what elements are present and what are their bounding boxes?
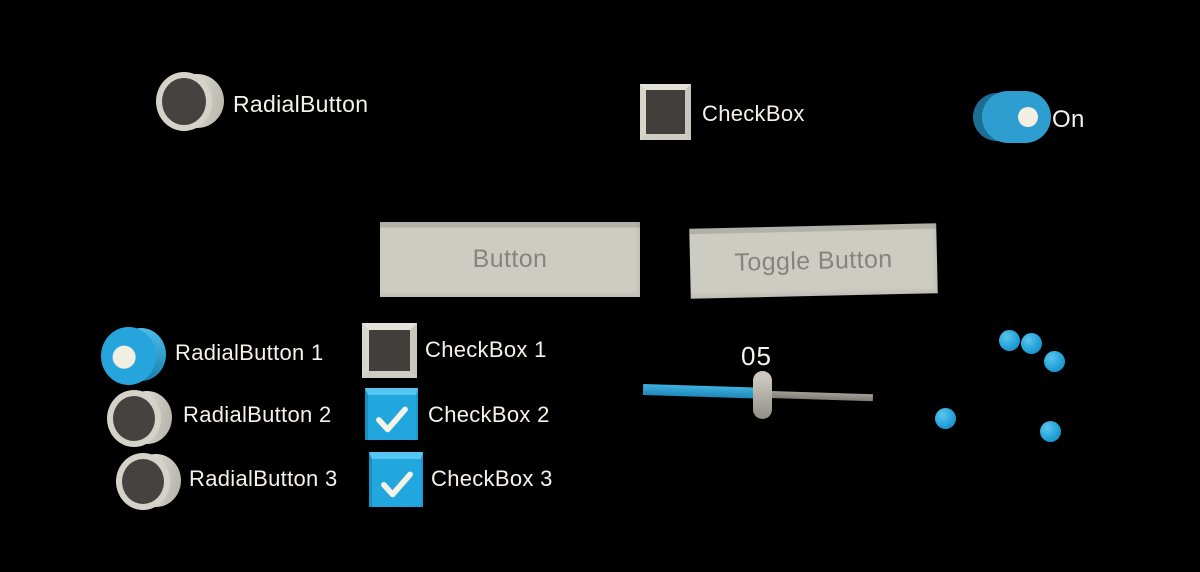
checkmark-stroke bbox=[376, 406, 408, 432]
sphere bbox=[1044, 351, 1065, 372]
toggle-switch-icon[interactable] bbox=[973, 91, 1051, 143]
checkbox-option-2[interactable]: CheckBox 2 bbox=[365, 388, 565, 446]
radial-option-1[interactable]: RadialButton 1 bbox=[101, 326, 361, 388]
radial-option-3-label: RadialButton 3 bbox=[189, 466, 338, 491]
toggle-state-label: On bbox=[1052, 106, 1085, 133]
radial-option-1-label: RadialButton 1 bbox=[175, 340, 324, 365]
toggle-control[interactable]: On bbox=[973, 91, 1103, 145]
checkbox-option-3[interactable]: CheckBox 3 bbox=[369, 450, 569, 510]
checkbox-option-1[interactable]: CheckBox 1 bbox=[362, 323, 562, 381]
checkmark-icon bbox=[376, 406, 408, 432]
radial-button-icon[interactable] bbox=[156, 72, 226, 132]
sphere bbox=[1040, 421, 1061, 442]
slider-value: 05 bbox=[741, 341, 772, 371]
checkbox-option-2-label: CheckBox 2 bbox=[428, 402, 550, 427]
slider-track-remainder bbox=[754, 390, 874, 402]
checkbox-checked-icon[interactable] bbox=[369, 452, 423, 507]
button[interactable]: Button bbox=[380, 222, 640, 297]
checkbox-icon[interactable] bbox=[640, 84, 691, 140]
slider-handle[interactable] bbox=[753, 371, 772, 419]
checkbox-label: CheckBox bbox=[702, 101, 805, 126]
radial-unselected-icon[interactable] bbox=[116, 452, 182, 512]
radial-option-3[interactable]: RadialButton 3 bbox=[116, 452, 376, 514]
checkbox-unchecked-icon[interactable] bbox=[362, 323, 417, 378]
checkmark-stroke bbox=[380, 471, 413, 498]
toggle-knob[interactable] bbox=[1018, 107, 1038, 127]
radialbutton-control[interactable]: RadialButton bbox=[156, 72, 416, 134]
radial-unselected-icon[interactable] bbox=[107, 389, 173, 449]
sphere bbox=[999, 330, 1020, 351]
slider-fill bbox=[642, 384, 756, 399]
button-label: Button bbox=[472, 245, 548, 273]
checkmark-icon bbox=[380, 471, 413, 498]
toggle-button-label: Toggle Button bbox=[734, 244, 893, 277]
radial-selected-icon[interactable] bbox=[101, 326, 167, 386]
sphere bbox=[1021, 333, 1042, 354]
radial-option-2[interactable]: RadialButton 2 bbox=[107, 389, 367, 451]
radial-option-2-label: RadialButton 2 bbox=[183, 402, 332, 427]
checkbox-checked-icon[interactable] bbox=[365, 388, 418, 440]
checkbox-control[interactable]: CheckBox bbox=[640, 84, 830, 142]
toggle-button[interactable]: Toggle Button bbox=[689, 223, 938, 299]
sphere bbox=[935, 408, 956, 429]
checkbox-option-1-label: CheckBox 1 bbox=[425, 337, 547, 362]
radialbutton-label: RadialButton bbox=[233, 91, 369, 117]
checkbox-option-3-label: CheckBox 3 bbox=[431, 466, 553, 491]
